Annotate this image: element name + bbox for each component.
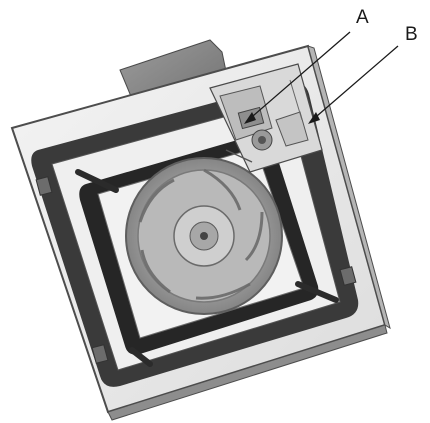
leader-line-a <box>245 31 351 123</box>
leader-arrow-a <box>244 112 256 124</box>
panel-side-edge <box>307 45 391 330</box>
leader-arrow-b <box>308 112 320 124</box>
callout-label-a: A <box>356 7 369 28</box>
fan-assembly <box>125 157 283 315</box>
corner-clips <box>35 176 357 364</box>
leader-line-b <box>309 45 399 123</box>
callout-label-b: B <box>405 24 418 45</box>
panel-edge <box>107 324 388 421</box>
support-arms <box>75 169 339 367</box>
